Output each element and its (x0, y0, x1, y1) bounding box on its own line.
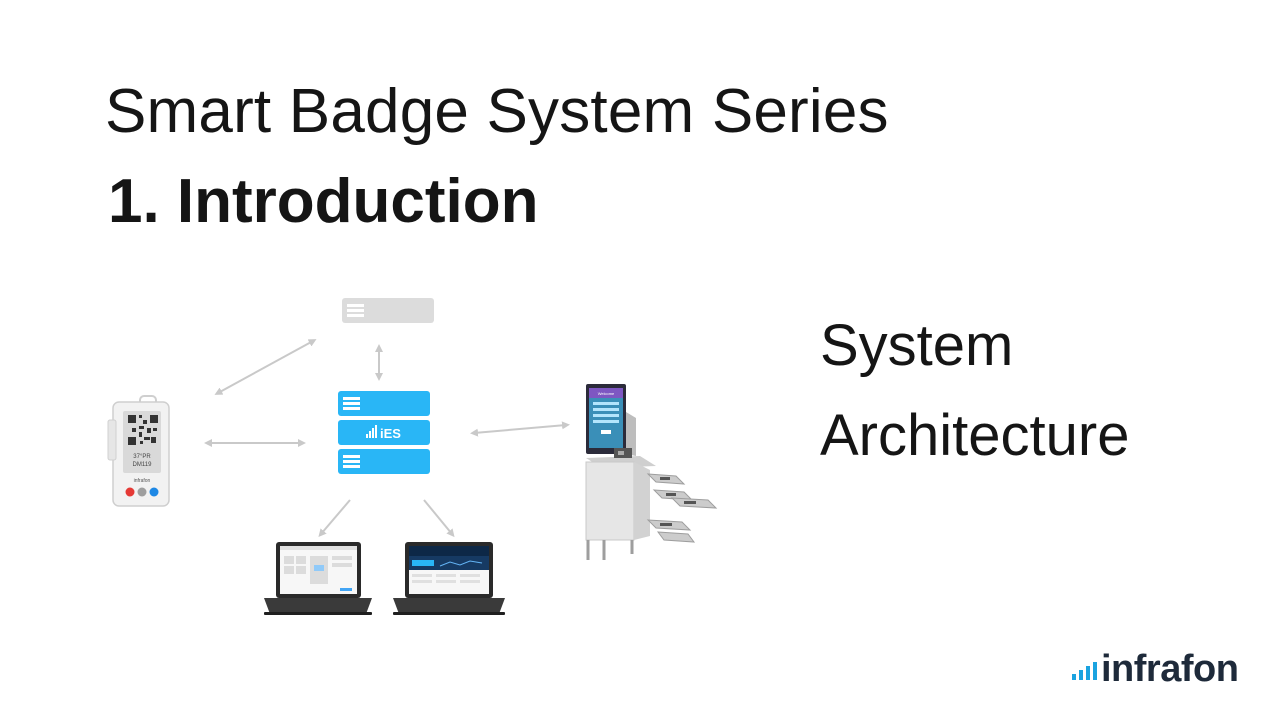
badge-text-1: 37°PR (133, 454, 151, 460)
laptop-dashboard-ui (393, 542, 505, 615)
kiosk-device: Welcome (585, 384, 718, 560)
arrow-badge-cloud (214, 339, 317, 395)
logo-signal-icon (1072, 662, 1097, 680)
arrow-ies-laptop-right (423, 499, 455, 538)
badge-brand: infrafon (134, 478, 151, 484)
laptop-admin-ui (264, 542, 372, 615)
connection-arrows (204, 339, 570, 538)
kiosk-title: Welcome (598, 391, 615, 396)
series-title: Smart Badge System Series (105, 77, 889, 146)
chapter-title: 1. Introduction (108, 167, 539, 236)
ies-server-node: iES (338, 391, 430, 474)
infrafon-logo: infrafon (1072, 642, 1239, 690)
side-label-architecture: Architecture (820, 403, 1130, 468)
ies-label: iES (380, 426, 401, 441)
logo-wordmark: infrafon (1101, 648, 1239, 690)
arrow-ies-laptop-left (318, 499, 351, 538)
smart-badge-device: 37°PR DM119 infrafon (107, 395, 170, 507)
arrow-ies-kiosk (470, 421, 570, 437)
side-label-system: System (820, 313, 1014, 378)
badge-text-2: DM119 (133, 462, 153, 468)
cloud-server-node (342, 298, 434, 323)
